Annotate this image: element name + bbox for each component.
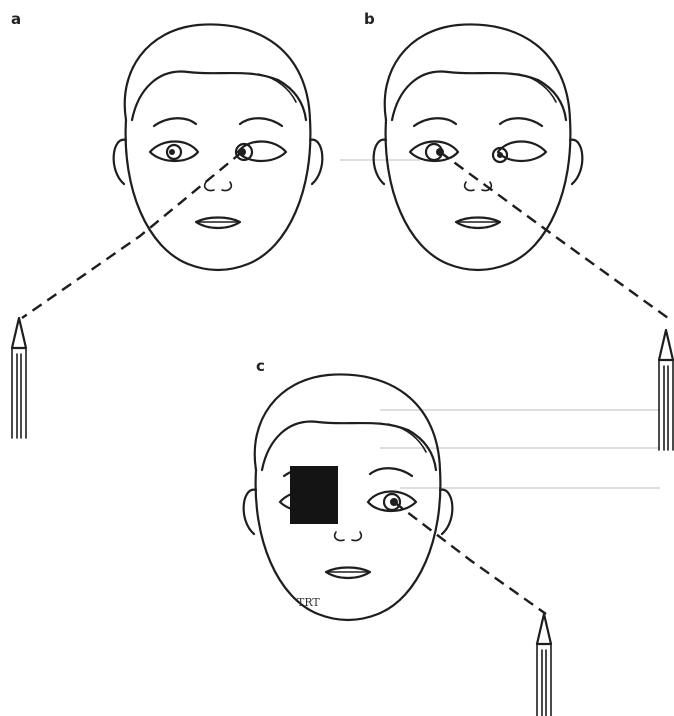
gaze-line-a <box>22 152 242 318</box>
pencil-target-a <box>12 318 26 438</box>
gaze-line-c <box>394 502 546 614</box>
panel-c: TRT <box>244 374 551 716</box>
panel-a <box>12 24 322 438</box>
panel-label-a: a <box>11 10 21 28</box>
panel-b <box>374 24 673 450</box>
pencil-target-c <box>537 614 551 716</box>
background-texture <box>340 160 660 488</box>
panel-label-c: c <box>256 357 265 375</box>
gaze-line-b <box>440 152 668 318</box>
child-face-c <box>244 374 453 620</box>
child-face-b <box>374 24 583 270</box>
artist-signature: TRT <box>297 596 320 609</box>
fixating-eye-c <box>384 494 400 510</box>
fixating-eye-a <box>167 144 252 160</box>
pencil-target-b <box>659 330 673 450</box>
fixating-eye-b <box>426 144 507 162</box>
eye-patch <box>290 466 338 524</box>
panel-label-b: b <box>364 10 375 28</box>
